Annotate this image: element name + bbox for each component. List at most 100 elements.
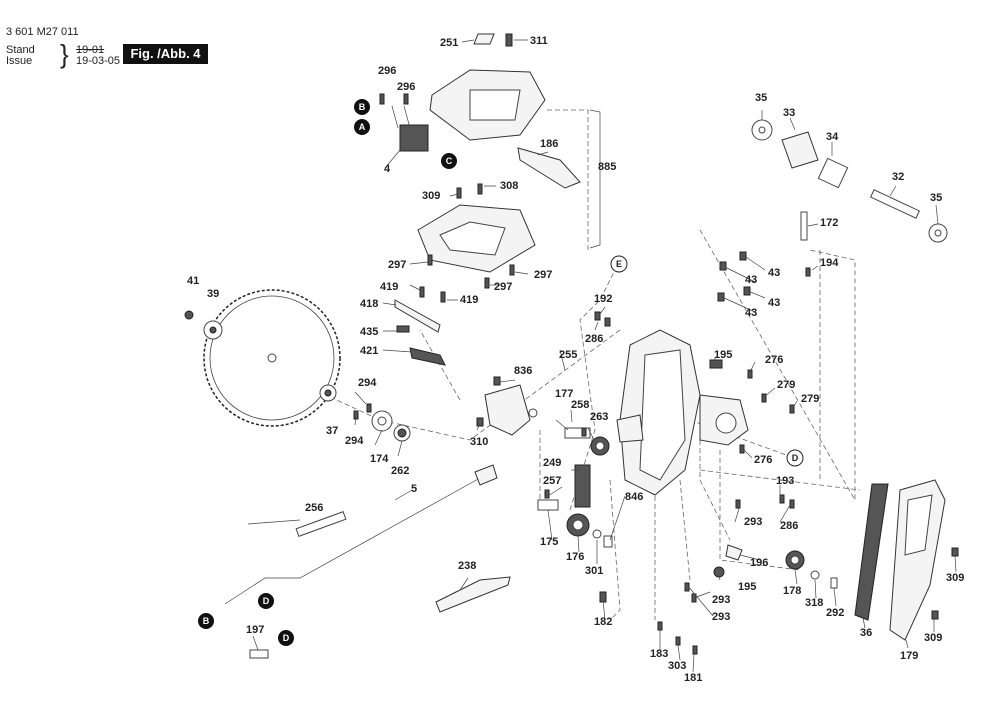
ring-301 [592, 529, 602, 539]
label-175: 175 [540, 536, 558, 548]
sleeve-34 [817, 157, 849, 189]
bushing-846 [603, 535, 613, 548]
label-294a: 294 [358, 377, 377, 389]
marker-d-bottom: D [278, 630, 294, 646]
svg-text:D: D [792, 453, 799, 463]
switch-4 [399, 124, 429, 152]
stand-value: 19-01 [76, 44, 105, 56]
marker-d-right: D [786, 449, 804, 467]
label-43a: 43 [768, 267, 780, 279]
label-297c: 297 [494, 281, 512, 293]
plug-5 [474, 464, 498, 486]
label-293a: 293 [744, 516, 762, 528]
svg-text:B: B [203, 616, 210, 626]
label-5: 5 [411, 483, 417, 495]
handle-grip [469, 89, 521, 121]
nut-195b [713, 566, 725, 578]
svg-text:D: D [283, 633, 290, 643]
label-255: 255 [559, 349, 577, 361]
label-193: 193 [776, 475, 794, 487]
label-181: 181 [684, 672, 702, 684]
label-419b: 419 [460, 294, 478, 306]
label-297a: 297 [388, 259, 406, 271]
cover-186 [517, 147, 581, 189]
label-35a: 35 [755, 92, 767, 104]
label-836: 836 [514, 365, 532, 377]
label-293b: 293 [712, 594, 730, 606]
label-176: 176 [566, 551, 584, 563]
shaft-177 [564, 427, 591, 439]
label-249: 249 [543, 457, 561, 469]
label-294b: 294 [345, 435, 364, 447]
plate-421 [409, 347, 446, 366]
label-309c: 309 [924, 632, 942, 644]
issue-value: 19-03-05 [76, 55, 121, 67]
label-183: 183 [650, 648, 668, 660]
washer-318 [810, 570, 820, 580]
label-251 [473, 33, 495, 45]
label-238: 238 [458, 560, 476, 572]
spring-435 [396, 325, 410, 333]
label-276b: 276 [754, 454, 772, 466]
brace: } [60, 39, 69, 69]
label-197: 197 [246, 624, 264, 636]
belt-36 [854, 483, 889, 621]
marker-e: E [610, 255, 628, 273]
label-36: 36 [860, 627, 872, 639]
label-303: 303 [668, 660, 686, 672]
svg-text:D: D [263, 596, 270, 606]
nut-195 [709, 359, 723, 369]
label-33: 33 [783, 107, 795, 119]
label-263: 263 [590, 411, 608, 423]
label-37: 37 [326, 425, 338, 437]
svg-text:B: B [359, 102, 366, 112]
label-258: 258 [571, 399, 589, 411]
stand-label: Stand [6, 44, 35, 56]
strap-238 [435, 576, 511, 613]
label-276a: 276 [765, 354, 783, 366]
housing-836 [484, 384, 531, 436]
label-279a: 279 [777, 379, 795, 391]
label-309a: 309 [422, 190, 440, 202]
pin-172 [800, 211, 808, 241]
marker-a: A [354, 119, 370, 135]
rod-256 [295, 511, 347, 537]
label-296a: 296 [378, 65, 396, 77]
label-421: 421 [360, 345, 378, 357]
label-301: 301 [585, 565, 603, 577]
pin-197 [249, 649, 269, 659]
shaft-175 [537, 499, 559, 511]
clip-196 [725, 544, 743, 561]
issue-label: Issue [6, 55, 33, 67]
bolt-41 [184, 310, 194, 320]
label-419a: 419 [380, 281, 398, 293]
bolt-292 [830, 577, 838, 589]
label-257: 257 [543, 475, 561, 487]
label-194: 194 [820, 257, 839, 269]
label-286a: 286 [585, 333, 603, 345]
label-256: 256 [305, 502, 323, 514]
label-309b: 309 [946, 572, 964, 584]
label-32: 32 [892, 171, 904, 183]
label-172: 172 [820, 217, 838, 229]
label-35b: 35 [930, 192, 942, 204]
label-43c: 43 [768, 297, 780, 309]
label-293c: 293 [712, 611, 730, 623]
label-318: 318 [805, 597, 823, 609]
figure-label: Fig. /Abb. 4 [123, 44, 208, 64]
label-174: 174 [370, 453, 389, 465]
spring-33 [781, 131, 819, 169]
label-418: 418 [360, 298, 378, 310]
svg-text:C: C [446, 156, 453, 166]
label-41: 41 [187, 275, 199, 287]
label-182: 182 [594, 616, 612, 628]
label-34: 34 [826, 131, 839, 143]
label-296b: 296 [397, 81, 415, 93]
label-308: 308 [500, 180, 518, 192]
label-435: 435 [360, 326, 378, 338]
svg-text:A: A [359, 122, 366, 132]
label-39: 39 [207, 288, 219, 300]
label-311: 311 [530, 35, 548, 47]
label-177: 177 [555, 388, 573, 400]
